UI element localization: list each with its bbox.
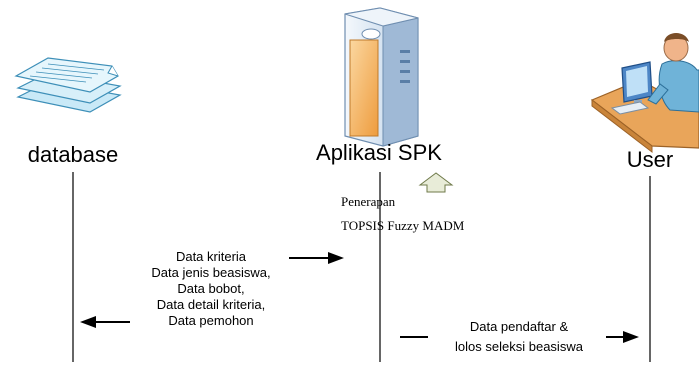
message-text-line: Data bobot, (177, 281, 244, 296)
arrow-right-to-user (606, 331, 639, 343)
message-text-line: lolos seleksi beasiswa (455, 339, 584, 354)
message-text-line: Data kriteria (176, 249, 247, 264)
message-text-line: Data detail kriteria, (157, 297, 265, 312)
database-stack-icon (14, 57, 122, 113)
message-db-to-app: Data kriteria Data jenis beasiswa, Data … (151, 249, 270, 328)
server-tower-icon (344, 7, 419, 147)
message-text-line: Data pendaftar & (470, 319, 569, 334)
message-text-line: Data pemohon (168, 313, 253, 328)
arrow-right-to-app (289, 252, 344, 264)
arrow-left-to-database (80, 316, 130, 328)
note-line-2: TOPSIS Fuzzy MADM (341, 218, 465, 233)
actor-label-database: database (28, 142, 119, 167)
message-app-to-user: Data pendaftar & lolos seleksi beasiswa (455, 319, 584, 354)
user-at-computer-icon (590, 33, 699, 154)
actor-label-user: User (627, 147, 673, 172)
up-arrow-icon (418, 172, 454, 193)
note-line-1: Penerapan (341, 194, 396, 209)
message-text-line: Data jenis beasiswa, (151, 265, 270, 280)
actor-label-aplikasi: Aplikasi SPK (316, 140, 442, 165)
